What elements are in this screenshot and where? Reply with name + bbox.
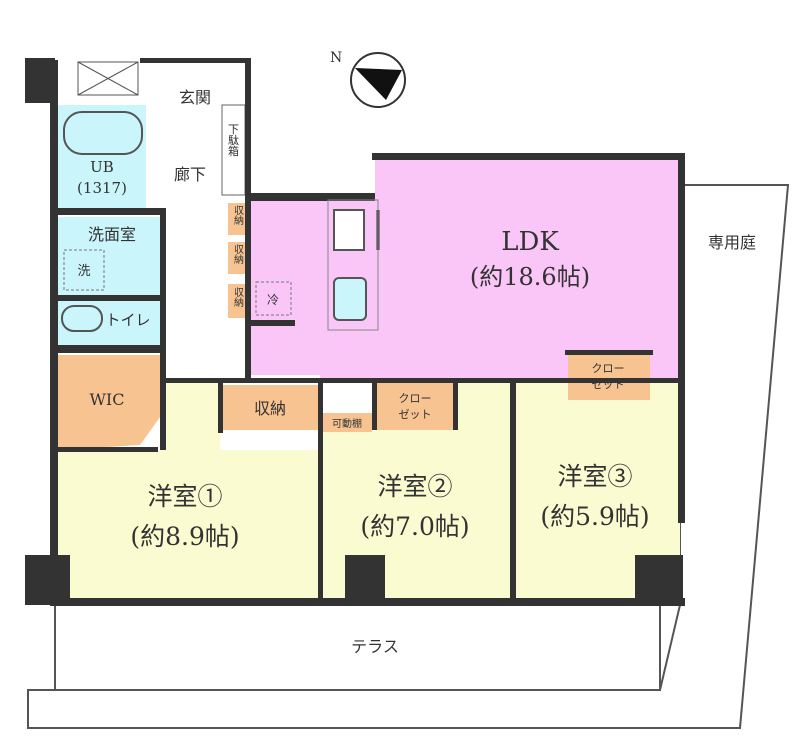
storage-small-label-1: 収納: [232, 205, 244, 226]
stove-icon: [333, 209, 365, 251]
room2-upper: [455, 380, 513, 430]
toilet-label: トイレ: [105, 311, 150, 329]
room3-size-label: (約5.9帖): [540, 502, 649, 531]
toilet-icon: [61, 305, 103, 332]
fridge-space: [255, 281, 292, 316]
compass-north-label: N: [330, 50, 342, 66]
closet3-label-1: クロー: [592, 362, 625, 375]
terrace-label: テラス: [351, 637, 399, 656]
wic-area: [58, 355, 165, 450]
closet2-label-2: ゼット: [399, 408, 432, 421]
storage-small-3: [228, 284, 247, 318]
storage-area: [222, 385, 318, 430]
room3-label: 洋室③: [557, 462, 632, 491]
room1-area: [58, 450, 320, 600]
room1-upper: [165, 380, 220, 450]
walls: [25, 58, 685, 606]
closet3-label-2: ゼット: [592, 378, 625, 391]
ldk-label: LDK: [501, 227, 559, 257]
room1-label: 洋室①: [147, 482, 222, 511]
storage-small-label-2: 収納: [232, 244, 244, 265]
room2-label: 洋室②: [377, 472, 452, 501]
wic-label: WIC: [89, 390, 124, 409]
closet2-area: [375, 383, 455, 430]
storage-small-label-3: 収納: [232, 287, 244, 308]
shelf-area: [322, 413, 372, 432]
washer-label: 洗: [77, 264, 90, 279]
washer-space: [63, 249, 105, 291]
storage-small-2: [228, 242, 247, 274]
ub-label: UB: [90, 158, 114, 176]
shoe-cabinet-label: 下駄箱: [227, 124, 240, 158]
ldk-size-label: (約18.6帖): [470, 263, 590, 291]
sink-icon: [333, 277, 367, 321]
compass-icon: N: [330, 50, 406, 108]
fridge-label: 冷: [267, 293, 279, 307]
ub-size-label: (1317): [77, 179, 127, 197]
private-garden-outline: [27, 184, 790, 729]
genkan-label: 玄関: [179, 88, 211, 107]
washroom-label: 洗面室: [88, 225, 136, 244]
kitchen-counter: [327, 199, 379, 331]
terrace-area: [54, 604, 661, 691]
hallway-label: 廊下: [174, 165, 206, 184]
ldk-area: [250, 155, 680, 380]
room2-size-label: (約7.0帖): [360, 512, 469, 541]
closet2-label-1: クロー: [399, 392, 432, 405]
storage-small-1: [228, 203, 247, 235]
shelf-label: 可動棚: [332, 417, 362, 430]
closet3-area: [568, 352, 650, 400]
garden-label: 専用庭: [708, 233, 756, 252]
washroom-area: [58, 217, 166, 295]
bathtub-icon: [63, 111, 143, 155]
room1-size-label: (約8.9帖): [130, 522, 239, 551]
storage-label: 収納: [254, 399, 286, 418]
